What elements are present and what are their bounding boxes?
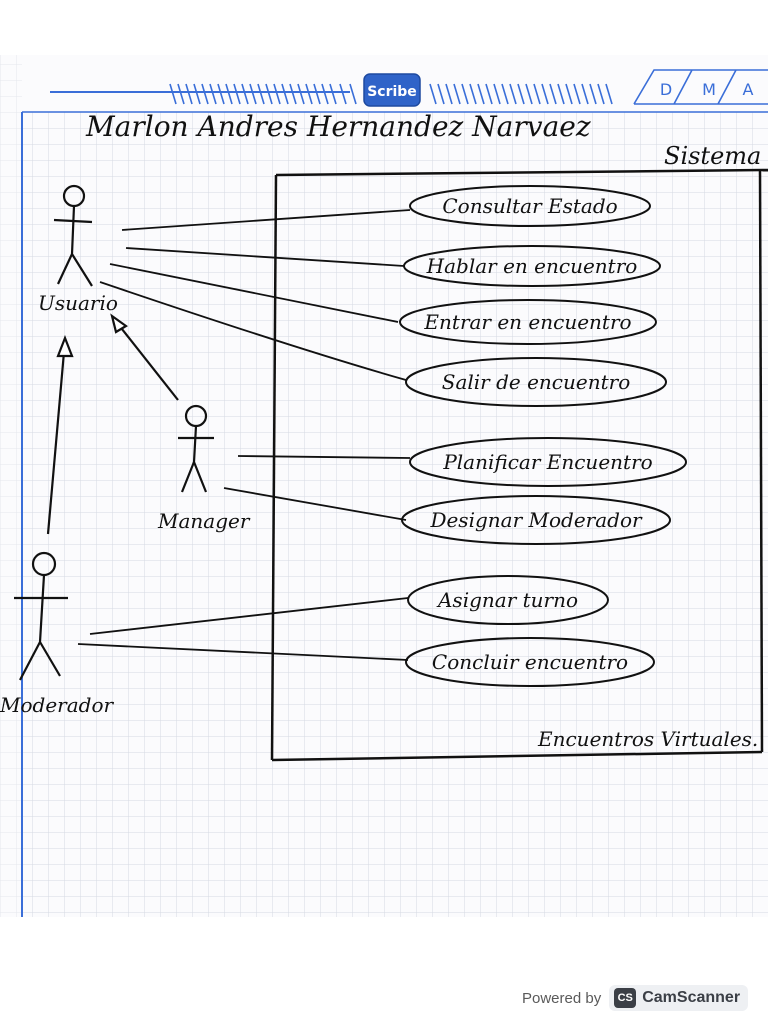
actor-manager: [178, 404, 214, 493]
use-case-entrar-en-encuentro: Entrar en encuentro: [399, 299, 657, 345]
use-case-label: Hablar en encuentro: [426, 254, 638, 278]
use-case-hablar-en-encuentro: Hablar en encuentro: [403, 245, 661, 287]
date-box-day: D: [660, 80, 672, 99]
actor-usuario: [53, 184, 93, 287]
scribe-logo: Scribe: [363, 73, 421, 107]
system-label: Sistema: [664, 142, 761, 170]
use-case-planificar-encuentro: Planificar Encuentro: [409, 437, 687, 487]
actor-label-usuario: Usuario: [38, 291, 118, 315]
use-case-label: Designar Moderador: [429, 508, 643, 532]
date-boxes: D M A: [633, 69, 768, 105]
grid-margin: [0, 55, 22, 917]
use-case-designar-moderador: Designar Moderador: [401, 495, 671, 545]
camscanner-watermark: Powered by CS CamScanner: [522, 982, 758, 1014]
actor-moderador: [14, 551, 68, 681]
camscanner-icon: CS: [614, 988, 637, 1008]
use-case-label: Asignar turno: [436, 588, 578, 612]
camscanner-name: CamScanner: [642, 989, 741, 1006]
date-box-month: M: [702, 80, 716, 99]
associations: [77, 209, 411, 661]
scribe-logo-text: Scribe: [367, 84, 417, 100]
use-case-consultar-estado: Consultar Estado: [409, 185, 651, 227]
use-case-label: Planificar Encuentro: [442, 450, 652, 474]
use-case-label: Concluir encuentro: [432, 650, 628, 674]
generalization-manager-to-usuario: [110, 313, 179, 401]
actor-label-moderador: Moderador: [0, 693, 114, 717]
use-case-label: Salir de encuentro: [442, 370, 631, 394]
grid-area: [22, 112, 768, 917]
powered-by-text: Powered by: [522, 989, 602, 1007]
actor-label-manager: Manager: [157, 509, 251, 533]
header-bar: [50, 83, 613, 105]
use-case-label: Consultar Estado: [442, 194, 617, 218]
author-name: Marlon Andres Hernandez Narvaez: [85, 110, 591, 143]
camscanner-badge: CS CamScanner: [609, 985, 749, 1011]
use-case-asignar-turno: Asignar turno: [407, 575, 609, 625]
generalization-moderador-to-usuario: [46, 334, 74, 535]
use-case-concluir-encuentro: Concluir encuentro: [405, 637, 655, 687]
date-box-year: A: [743, 80, 754, 99]
system-boundary: [270, 168, 768, 762]
use-case-salir-de-encuentro: Salir de encuentro: [405, 357, 667, 407]
use-case-label: Entrar en encuentro: [423, 310, 631, 334]
system-name: Encuentros Virtuales.: [537, 727, 758, 751]
